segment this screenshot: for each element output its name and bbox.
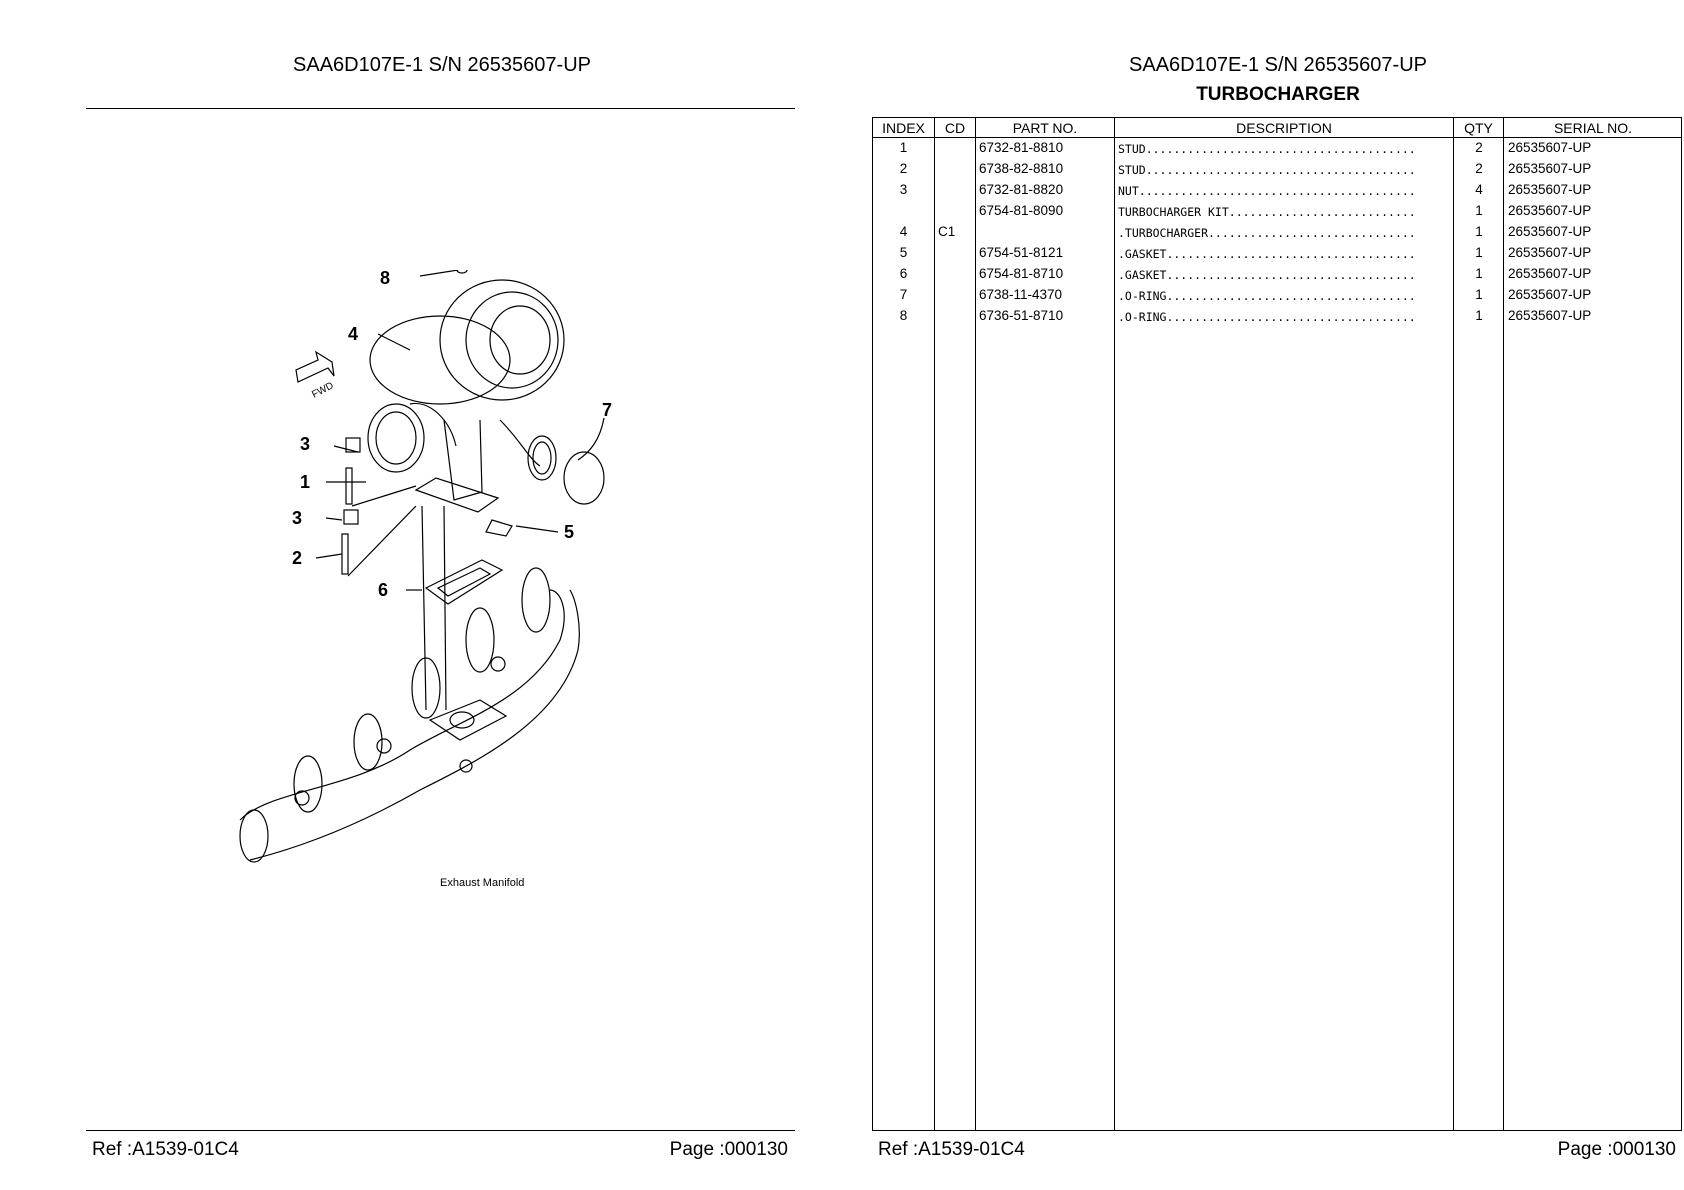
- row-serial-no: 26535607-UP: [1508, 161, 1592, 176]
- row-qty: 1: [1475, 308, 1483, 323]
- row-part-no: 6732-81-8810: [979, 140, 1064, 155]
- header-description: DESCRIPTION: [1236, 120, 1332, 136]
- row-description: STUD....................................…: [1118, 142, 1416, 156]
- row-serial-no: 26535607-UP: [1508, 224, 1592, 239]
- row-description: .O-RING.................................…: [1118, 289, 1416, 303]
- row-part-no: 6732-81-8820: [979, 182, 1064, 197]
- fwd-label: FWD: [310, 380, 335, 400]
- row-serial-no: 26535607-UP: [1508, 203, 1592, 218]
- row-part-no: 6754-81-8090: [979, 203, 1064, 218]
- row-serial-no: 26535607-UP: [1508, 287, 1592, 302]
- callout-3b: 3: [292, 508, 302, 528]
- header-serial-no: SERIAL NO.: [1553, 120, 1633, 136]
- row-qty: 1: [1475, 266, 1483, 281]
- col-divider: [934, 118, 935, 1130]
- row-description: NUT.....................................…: [1118, 184, 1416, 198]
- turbocharger-exploded-drawing: 8 4 3 1 3 2 6 5 7 FWD Exhaust Manifold: [239, 270, 612, 889]
- col-divider: [1114, 118, 1115, 1130]
- row-description: .GASKET.................................…: [1118, 268, 1416, 282]
- col-divider: [975, 118, 976, 1130]
- table-header: INDEX CD PART NO. DESCRIPTION QTY SERIAL…: [873, 118, 1681, 138]
- row-description: .TURBOCHARGER...........................…: [1118, 226, 1416, 240]
- table-row: 4 C1 .TURBOCHARGER......................…: [873, 222, 1681, 243]
- row-description: STUD....................................…: [1118, 163, 1416, 177]
- left-header-divider: [86, 108, 795, 109]
- left-ref: Ref :A1539-01C4: [92, 1139, 239, 1160]
- left-page-number: Page :000130: [669, 1139, 788, 1160]
- callout-4: 4: [348, 324, 358, 344]
- row-qty: 1: [1475, 287, 1483, 302]
- row-index: 2: [899, 161, 908, 176]
- callout-5: 5: [564, 522, 574, 542]
- col-divider: [1453, 118, 1454, 1130]
- row-qty: 2: [1475, 140, 1483, 155]
- table-row: 6754-81-8090 TURBOCHARGER KIT...........…: [873, 201, 1681, 222]
- table-row: 5 6754-51-8121 .GASKET..................…: [873, 243, 1681, 264]
- row-serial-no: 26535607-UP: [1508, 266, 1592, 281]
- callout-7: 7: [602, 400, 612, 420]
- table-row: 1 6732-81-8810 STUD.....................…: [873, 138, 1681, 159]
- row-part-no: 6738-82-8810: [979, 161, 1064, 176]
- row-cd: C1: [938, 224, 956, 239]
- row-serial-no: 26535607-UP: [1508, 140, 1592, 155]
- row-qty: 1: [1475, 224, 1483, 239]
- table-row: 7 6738-11-4370 .O-RING..................…: [873, 285, 1681, 306]
- header-part-no: PART NO.: [1012, 120, 1078, 136]
- callout-6: 6: [378, 580, 388, 600]
- table-row: 8 6736-51-8710 .O-RING..................…: [873, 306, 1681, 327]
- section-title: TURBOCHARGER: [1196, 84, 1360, 105]
- table-row: 2 6738-82-8810 STUD.....................…: [873, 159, 1681, 180]
- row-index: 3: [899, 182, 908, 197]
- exhaust-manifold-label: Exhaust Manifold: [440, 877, 524, 889]
- row-part-no: 6754-51-8121: [979, 245, 1064, 260]
- col-divider: [1503, 118, 1504, 1130]
- row-index: 4: [899, 224, 908, 239]
- callout-2: 2: [292, 548, 302, 568]
- right-ref: Ref :A1539-01C4: [878, 1139, 1025, 1160]
- row-part-no: 6736-51-8710: [979, 308, 1064, 323]
- row-part-no: 6738-11-4370: [979, 287, 1063, 302]
- table-row: 6 6754-81-8710 .GASKET..................…: [873, 264, 1681, 285]
- table-row: 3 6732-81-8820 NUT......................…: [873, 180, 1681, 201]
- right-page-title: SAA6D107E-1 S/N 26535607-UP: [1129, 54, 1427, 76]
- row-index: 6: [899, 266, 908, 281]
- row-serial-no: 26535607-UP: [1508, 182, 1592, 197]
- right-footer-divider: [872, 1130, 1682, 1131]
- left-page-title: SAA6D107E-1 S/N 26535607-UP: [293, 54, 591, 76]
- header-index: INDEX: [882, 120, 925, 136]
- left-footer-divider: [86, 1130, 795, 1131]
- header-qty: QTY: [1464, 120, 1493, 136]
- parts-table: INDEX CD PART NO. DESCRIPTION QTY SERIAL…: [872, 117, 1682, 1130]
- row-qty: 2: [1475, 161, 1483, 176]
- row-description: .GASKET.................................…: [1118, 247, 1416, 261]
- callout-3a: 3: [300, 434, 310, 454]
- callout-1: 1: [300, 472, 310, 492]
- row-index: 7: [899, 287, 908, 302]
- row-qty: 1: [1475, 203, 1483, 218]
- row-serial-no: 26535607-UP: [1508, 245, 1592, 260]
- callout-8: 8: [380, 270, 390, 288]
- right-page-number: Page :000130: [1557, 1139, 1676, 1160]
- row-index: 8: [899, 308, 908, 323]
- fwd-arrow-icon: [295, 350, 335, 383]
- row-description: .O-RING.................................…: [1118, 310, 1416, 324]
- row-qty: 1: [1475, 245, 1483, 260]
- row-index: 5: [899, 245, 908, 260]
- row-qty: 4: [1475, 182, 1483, 197]
- row-description: TURBOCHARGER KIT........................…: [1118, 205, 1416, 219]
- row-index: 1: [899, 140, 908, 155]
- row-serial-no: 26535607-UP: [1508, 308, 1592, 323]
- row-part-no: 6754-81-8710: [979, 266, 1064, 281]
- header-cd: CD: [944, 120, 966, 136]
